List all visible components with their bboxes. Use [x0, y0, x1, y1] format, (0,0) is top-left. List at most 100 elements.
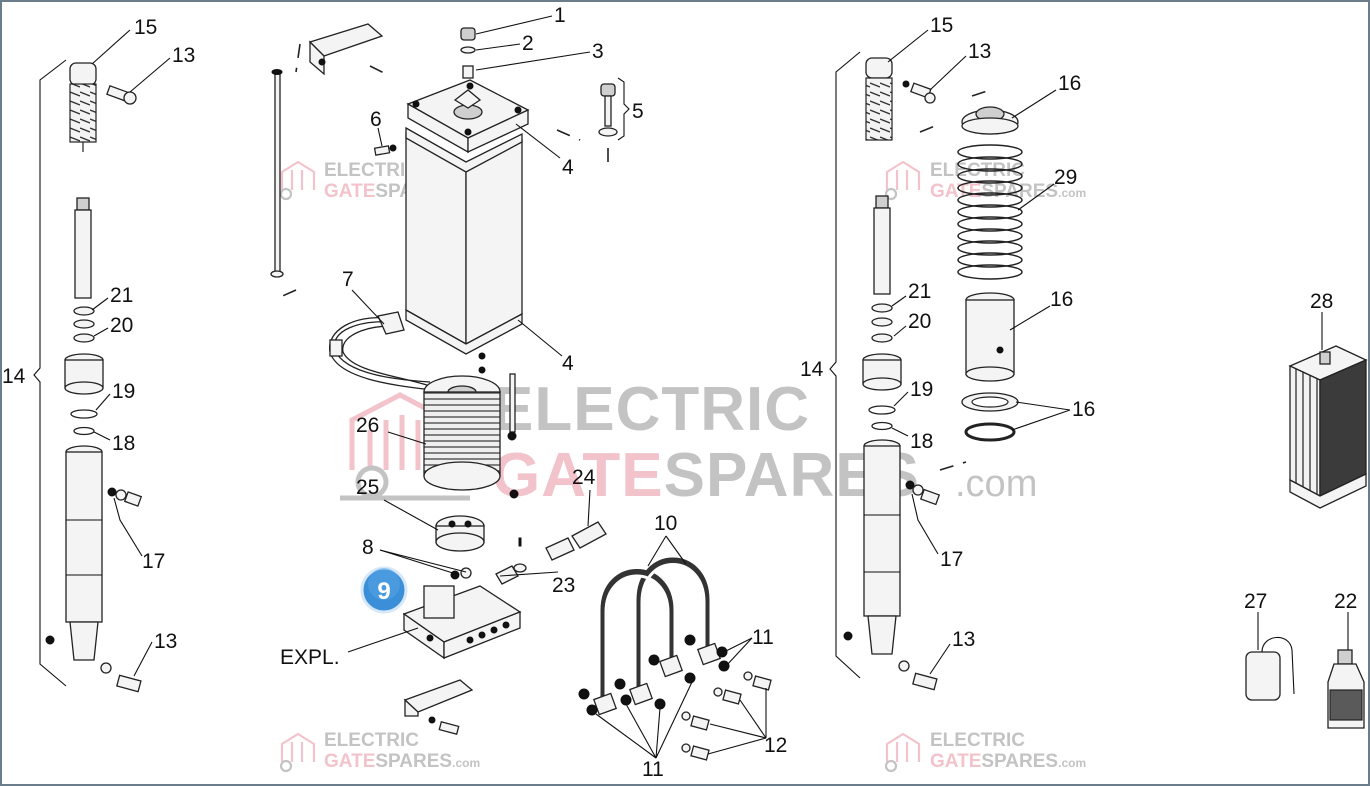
- pin-small: [518, 537, 522, 547]
- part-7-cable-harness: [329, 311, 433, 391]
- part-17-bleed-screw-left: [107, 487, 143, 507]
- label-13-left-bottom: 13: [154, 630, 177, 653]
- watermark-small-spares: SPARES: [981, 751, 1058, 772]
- watermark-small-line2: GATESPARES.com: [930, 181, 1086, 202]
- watermark-small-gate: GATE: [930, 751, 981, 772]
- part-16-spring-cap: [961, 106, 1019, 135]
- label-13-left-top: 13: [172, 44, 195, 67]
- motor-tank-assembly: [270, 23, 630, 735]
- label-10: 10: [654, 512, 677, 535]
- label-16-bottom: 16: [1072, 398, 1095, 421]
- part-28-spare-tank: [1288, 345, 1368, 509]
- watermark-small-suffix: .com: [1058, 186, 1086, 200]
- part-15-spring-cap-left: [69, 62, 97, 152]
- washer-bottom-left: [45, 635, 55, 645]
- label-2: 2: [522, 32, 534, 55]
- watermark-small-line2: GATESPARES.com: [930, 751, 1086, 772]
- label-13-right-bottom: 13: [952, 628, 975, 651]
- label-23: 23: [552, 574, 575, 597]
- dash-line-3: [556, 129, 581, 141]
- label-17-left: 17: [142, 550, 165, 573]
- part-13-screw-bottom-right: [898, 660, 938, 691]
- label-19-left: 19: [112, 380, 135, 403]
- label-expl: EXPL.: [280, 646, 340, 669]
- hose-fittings: [592, 642, 722, 716]
- watermark-small-logo-icon: [884, 160, 921, 201]
- part-6-screw: [373, 144, 397, 156]
- watermark-small-line2: GATESPARES.com: [324, 751, 480, 772]
- part-2-washer: [460, 46, 476, 54]
- tank-cover-plate: [406, 79, 530, 154]
- watermark-small-gate: GATE: [930, 181, 981, 202]
- watermark-small-line1: ELECTRIC: [324, 160, 419, 181]
- part-21-seal-right: [871, 303, 893, 313]
- tie-rod-right: [507, 373, 517, 441]
- tie-rod-left: [270, 69, 284, 278]
- watermark-small-logo-icon: [279, 160, 316, 201]
- part-19-oring-right: [868, 405, 896, 415]
- label-25: 25: [356, 476, 379, 499]
- part-16-washer: [961, 392, 1019, 412]
- part-labels: 15 13 14 21 20 19 18 17 13 1 2 3 5 6 4 7…: [2, 4, 1357, 781]
- piston-rod-left: [74, 197, 92, 299]
- label-12: 12: [764, 734, 787, 757]
- label-14-right: 14: [800, 358, 824, 381]
- part-20-seal-right: [871, 333, 893, 343]
- watermark-line1: ELECTRIC: [492, 375, 810, 444]
- washer-bottom-right: [843, 631, 853, 641]
- watermark-gate: GATE: [492, 441, 664, 510]
- part-25-pump: [435, 515, 485, 552]
- bracket-14-left: [33, 59, 67, 687]
- label-28: 28: [1310, 290, 1333, 313]
- label-6: 6: [370, 108, 382, 131]
- part-12-banjo-bolts: [681, 671, 772, 761]
- label-1: 1: [554, 4, 566, 27]
- label-18-right: 18: [910, 430, 933, 453]
- ram-cap-right: [862, 353, 902, 391]
- part-11-seals: [578, 634, 730, 716]
- ram-assembly-right: [829, 51, 1023, 691]
- part-5-bolt: [598, 83, 618, 137]
- label-15-right: 15: [930, 14, 953, 37]
- label-16-top: 16: [1058, 72, 1081, 95]
- watermark-small-line1: ELECTRIC: [324, 730, 419, 751]
- label-27: 27: [1244, 590, 1267, 613]
- bracket-14-right: [829, 51, 861, 679]
- watermark-small-suffix: .com: [1058, 756, 1086, 770]
- part-18-oring-left: [73, 426, 95, 436]
- watermark-small-gate: GATE: [324, 181, 375, 202]
- part-1-plug: [460, 27, 476, 41]
- screw-bottom-bracket: [428, 716, 460, 735]
- label-3: 3: [592, 40, 604, 63]
- leader-lines: [91, 15, 1349, 759]
- label-17-right: 17: [940, 548, 963, 571]
- label-22: 22: [1334, 590, 1357, 613]
- label-24: 24: [572, 466, 596, 489]
- label-8: 8: [362, 536, 374, 559]
- label-4-bottom: 4: [562, 352, 574, 375]
- part-17-bleed-screw-right: [905, 480, 941, 506]
- label-15-left: 15: [134, 16, 157, 39]
- part-13-screw-top-right: [902, 80, 936, 104]
- ram-cylinder-right: [863, 439, 901, 655]
- part-16-sleeve: [965, 292, 1015, 382]
- label-19-right: 19: [910, 378, 933, 401]
- bracket-plate-top: [308, 23, 384, 76]
- part-22-oil-bottle: [1327, 649, 1365, 729]
- label-16-mid: 16: [1050, 288, 1073, 311]
- badge-label: 9: [377, 578, 390, 605]
- part-27-capacitor: [1245, 636, 1295, 701]
- part-15-spring-cap-right: [865, 57, 893, 141]
- watermark-small-logo-icon: [279, 732, 316, 773]
- dash-line-7: [939, 461, 967, 471]
- watermark-small-gate: GATE: [324, 751, 375, 772]
- part-18-oring-right: [871, 421, 893, 431]
- part-9-badge[interactable]: 9: [360, 566, 408, 614]
- label-21-left: 21: [110, 284, 133, 307]
- watermark-small-spares: SPARES: [981, 181, 1058, 202]
- part-3-valve: [453, 65, 482, 109]
- tank-drain-screw: [478, 352, 486, 360]
- part-26-motor: [423, 366, 501, 491]
- ram-cylinder-left: [65, 445, 103, 661]
